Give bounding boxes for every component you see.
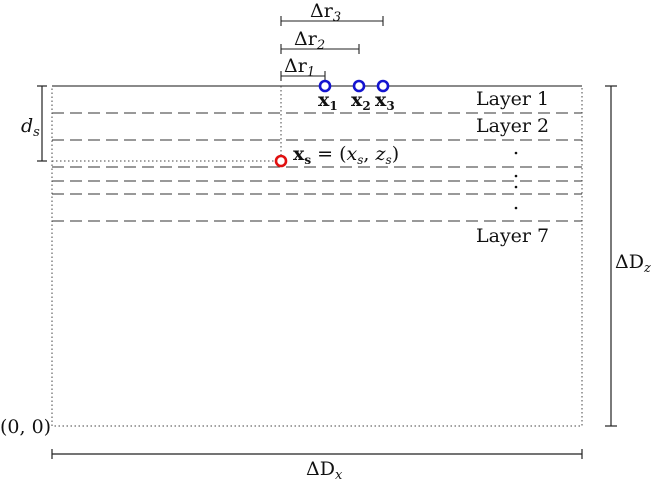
dr2-bracket [280,44,360,54]
dr1-label: Δr1 [284,55,315,80]
dDx-bracket [51,449,583,459]
layer2-label: Layer 2 [476,115,549,137]
receiver-x1 [318,79,332,93]
origin-label: (0, 0) [0,416,51,438]
layer1-label: Layer 1 [476,88,549,110]
ds-bracket [37,85,47,162]
receiver-x3 [376,79,390,93]
dDx-label: ΔDx [306,458,343,481]
dr1-bracket [280,71,326,81]
source-point [274,154,288,168]
dr-brackets [280,16,384,81]
dr3-label: Δr3 [310,0,341,25]
x3-label: x3 [375,89,395,113]
dr2-label: Δr2 [294,28,325,53]
x2-label: x2 [351,89,371,113]
dDz-label: ΔDz [615,251,651,276]
dr3-bracket [280,16,384,26]
layer-boundaries [52,112,582,222]
dDz-bracket [605,85,617,427]
domain-box [51,85,583,427]
receiver-x2 [352,79,366,93]
ds-label: ds [21,115,40,140]
layer-ellipsis-dots [514,151,518,210]
x1-label: x1 [318,89,338,113]
layer7-label: Layer 7 [476,225,549,247]
source-label: xs = (xs, zs) [293,143,399,167]
